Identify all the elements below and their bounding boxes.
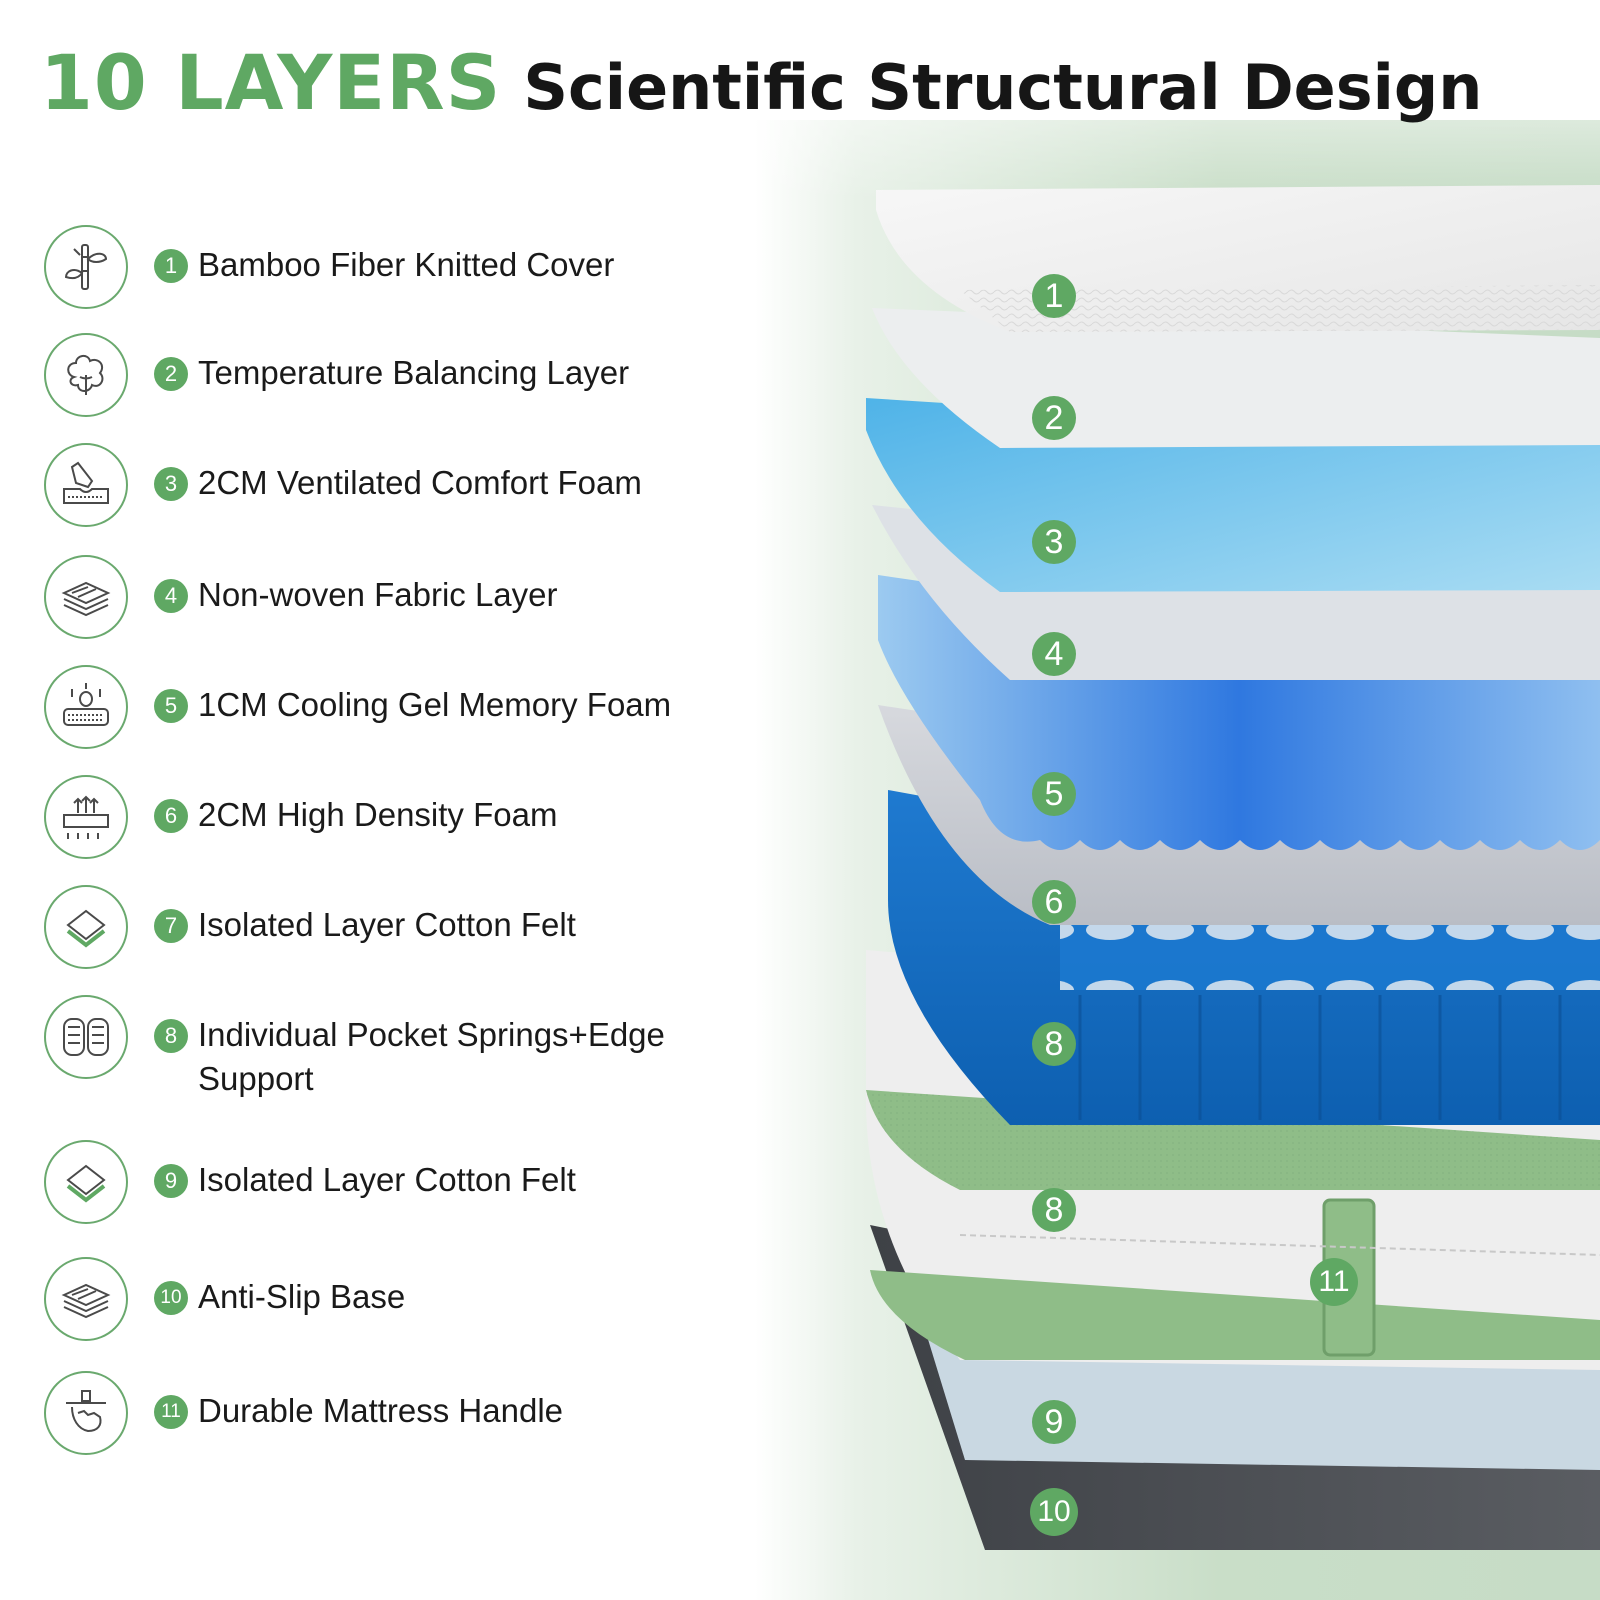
feature-number: 5 <box>154 689 188 723</box>
feature-label: 1CM Cooling Gel Memory Foam <box>198 686 672 723</box>
diagram-badge: 9 <box>1032 1400 1076 1444</box>
list-item: 7 Isolated Layer Cotton Felt <box>44 885 744 969</box>
list-item: 3 2CM Ventilated Comfort Foam <box>44 443 744 527</box>
feature-number: 8 <box>154 1019 188 1053</box>
diagram-badge: 5 <box>1032 772 1076 816</box>
feature-label: Durable Mattress Handle <box>198 1392 563 1429</box>
handle-icon <box>44 1371 128 1455</box>
feature-number: 11 <box>154 1395 188 1429</box>
diagram-badge: 11 <box>1310 1258 1358 1306</box>
list-item: 8 Individual Pocket Springs+Edge Support <box>44 995 744 1101</box>
feature-label: 2CM Ventilated Comfort Foam <box>198 464 642 501</box>
feature-number: 7 <box>154 909 188 943</box>
cotton-icon <box>44 333 128 417</box>
list-item: 2 Temperature Balancing Layer <box>44 333 744 417</box>
diagram-badge: 3 <box>1032 520 1076 564</box>
feature-number: 1 <box>154 249 188 283</box>
feature-label: Non-woven Fabric Layer <box>198 576 558 613</box>
diagram-badge: 8 <box>1032 1188 1076 1232</box>
list-item: 10 Anti-Slip Base <box>44 1257 744 1341</box>
page-title: 10 LAYERS Scientific Structural Design <box>40 38 1482 127</box>
feature-label: Anti-Slip Base <box>198 1278 406 1315</box>
felt-icon <box>44 885 128 969</box>
fabric-layers-icon <box>44 555 128 639</box>
bamboo-icon <box>44 225 128 309</box>
diagram-badge: 1 <box>1032 274 1076 318</box>
feature-number: 4 <box>154 579 188 613</box>
diagram-badge: 4 <box>1032 632 1076 676</box>
feature-label: Isolated Layer Cotton Felt <box>198 1161 576 1198</box>
list-item: 6 2CM High Density Foam <box>44 775 744 859</box>
title-rest: Scientific Structural Design <box>523 51 1483 124</box>
list-item: 4 Non-woven Fabric Layer <box>44 555 744 639</box>
diagram-badge: 6 <box>1032 880 1076 924</box>
feature-label: 2CM High Density Foam <box>198 796 558 833</box>
edge-mesh-bottom <box>870 1270 1600 1360</box>
feature-number: 6 <box>154 799 188 833</box>
gel-foam-icon <box>44 665 128 749</box>
feature-number: 3 <box>154 467 188 501</box>
title-accent: 10 LAYERS <box>40 38 502 127</box>
list-item: 1 Bamboo Fiber Knitted Cover <box>44 225 744 309</box>
list-item: 9 Isolated Layer Cotton Felt <box>44 1140 744 1224</box>
feature-number: 2 <box>154 357 188 391</box>
springs-icon <box>44 995 128 1079</box>
hand-press-icon <box>44 443 128 527</box>
diagram-badge: 2 <box>1032 396 1076 440</box>
feature-label: Temperature Balancing Layer <box>198 354 630 391</box>
illustration-fade <box>755 0 1600 200</box>
list-item: 5 1CM Cooling Gel Memory Foam <box>44 665 744 749</box>
feature-label: Isolated Layer Cotton Felt <box>198 906 576 943</box>
diagram-badge: 8 <box>1032 1022 1076 1066</box>
felt-icon <box>44 1140 128 1224</box>
feature-label: Individual Pocket Springs+Edge Support <box>198 1016 665 1097</box>
list-item: 11 Durable Mattress Handle <box>44 1371 744 1455</box>
fabric-layers-icon <box>44 1257 128 1341</box>
feature-number: 9 <box>154 1164 188 1198</box>
feature-number: 10 <box>154 1281 188 1315</box>
density-foam-icon <box>44 775 128 859</box>
diagram-badge: 10 <box>1030 1488 1078 1536</box>
feature-label: Bamboo Fiber Knitted Cover <box>198 246 615 283</box>
